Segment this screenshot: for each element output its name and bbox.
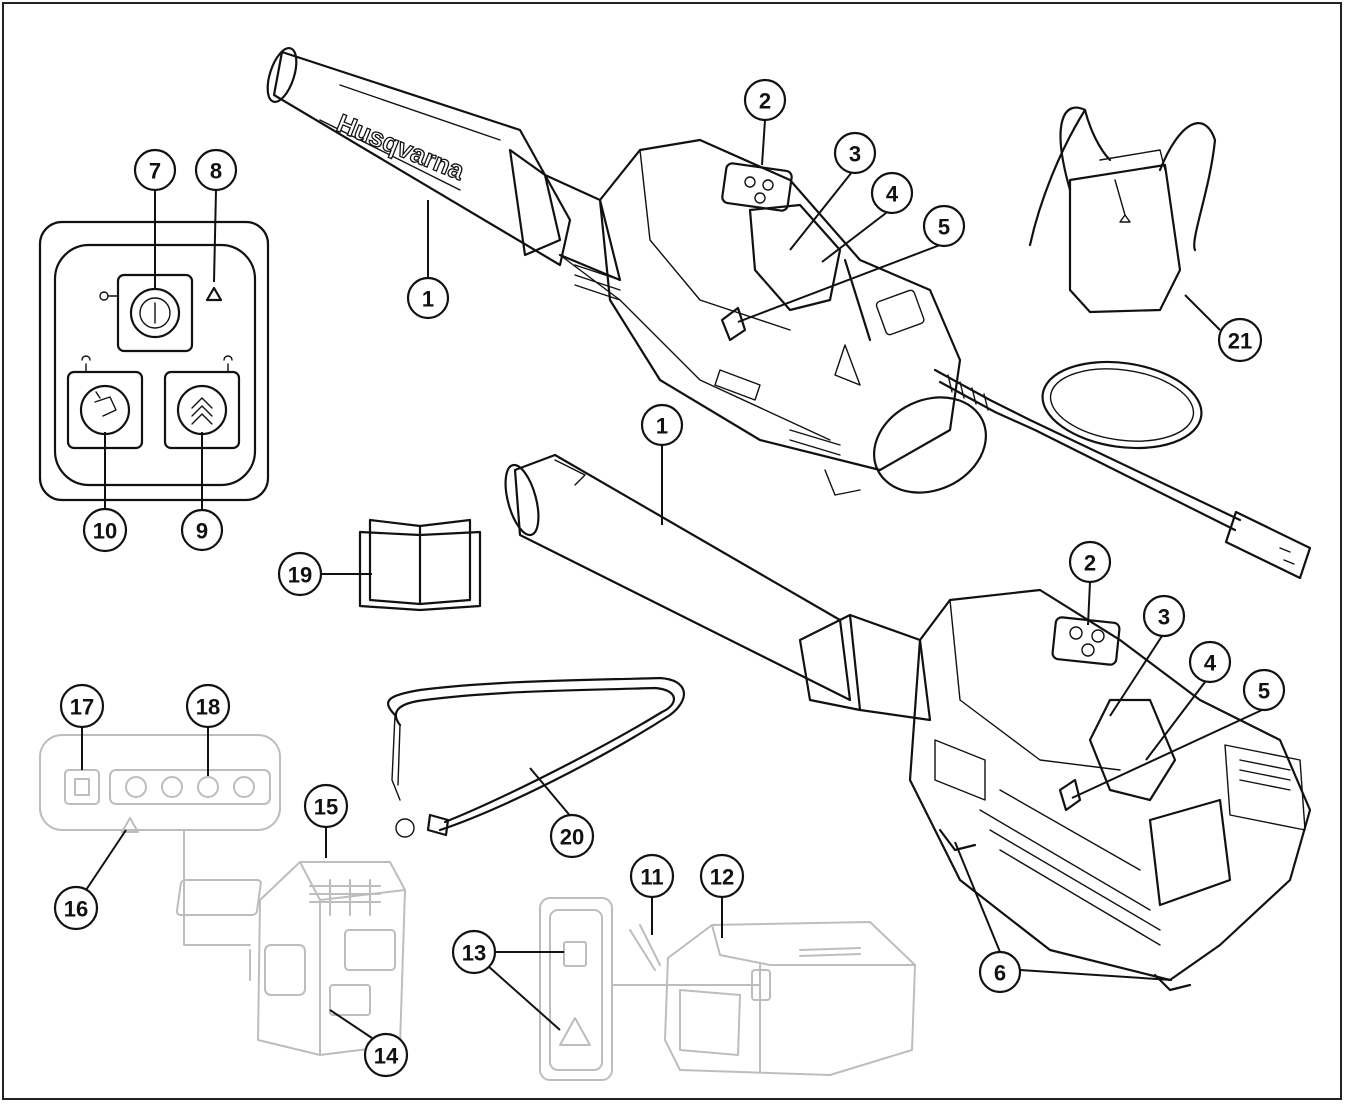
svg-text:3: 3 — [1158, 605, 1170, 630]
callout-20: 20 — [549, 813, 595, 859]
callout-4-top: 4 — [870, 171, 914, 215]
svg-text:1: 1 — [422, 287, 434, 312]
svg-text:12: 12 — [710, 865, 734, 890]
manual-book-icon — [358, 518, 482, 612]
svg-text:6: 6 — [994, 961, 1006, 986]
callout-1-top: 1 — [406, 276, 450, 320]
callout-17: 17 — [59, 683, 105, 729]
callout-21: 21 — [1217, 317, 1263, 363]
brand-logo: Husqvarna — [333, 108, 469, 186]
svg-text:2: 2 — [759, 89, 771, 114]
callout-5-bottom: 5 — [1242, 668, 1286, 712]
battery-pack-illustration — [175, 861, 406, 1056]
callout-9: 9 — [180, 508, 224, 552]
svg-text:14: 14 — [374, 1044, 399, 1069]
svg-text:4: 4 — [886, 182, 899, 207]
svg-text:10: 10 — [93, 519, 117, 544]
svg-text:2: 2 — [1084, 551, 1096, 576]
battery-charger-illustration — [629, 921, 916, 1076]
callout-2-bottom: 2 — [1068, 540, 1112, 584]
svg-text:20: 20 — [560, 825, 584, 850]
callout-15: 15 — [303, 783, 349, 829]
callout-6: 6 — [978, 950, 1022, 994]
callout-16: 16 — [53, 885, 99, 931]
callout-19: 19 — [277, 551, 323, 597]
svg-text:17: 17 — [70, 695, 94, 720]
boost-icon — [94, 391, 117, 417]
svg-text:11: 11 — [640, 865, 663, 890]
callout-1-bottom: 1 — [640, 403, 684, 447]
harness-strap-illustration — [387, 676, 686, 838]
svg-text:18: 18 — [196, 695, 220, 720]
svg-text:13: 13 — [462, 941, 486, 966]
svg-text:4: 4 — [1204, 651, 1217, 676]
charger-indicator-panel — [539, 897, 761, 1081]
callout-11: 11 — [629, 853, 675, 899]
svg-text:21: 21 — [1228, 329, 1252, 354]
battery-blower-illustration — [504, 453, 1312, 992]
svg-text:5: 5 — [938, 215, 950, 240]
svg-text:3: 3 — [849, 142, 861, 167]
storage-bag-illustration — [1028, 106, 1217, 314]
callout-7: 7 — [133, 148, 177, 192]
callout-4-bottom: 4 — [1188, 640, 1232, 684]
callout-2-top: 2 — [743, 78, 787, 122]
speed-icon — [191, 397, 213, 425]
leader-lines — [81, 119, 1263, 1039]
svg-text:8: 8 — [210, 159, 222, 184]
callout-3-top: 3 — [833, 131, 877, 175]
battery-indicator-panel — [39, 734, 281, 946]
svg-text:9: 9 — [196, 519, 208, 544]
svg-text:1: 1 — [656, 414, 668, 439]
callout-18: 18 — [185, 683, 231, 729]
svg-text:5: 5 — [1258, 679, 1270, 704]
callout-5-top: 5 — [922, 204, 966, 248]
callout-14: 14 — [363, 1032, 409, 1078]
svg-text:15: 15 — [314, 795, 338, 820]
callout-13: 13 — [451, 929, 497, 975]
svg-text:16: 16 — [64, 897, 88, 922]
svg-text:7: 7 — [149, 159, 161, 184]
warning-icon — [205, 286, 223, 302]
callout-3-bottom: 3 — [1142, 594, 1186, 638]
callout-10: 10 — [82, 507, 128, 553]
svg-text:19: 19 — [288, 563, 312, 588]
callout-8: 8 — [194, 148, 238, 192]
callout-12: 12 — [699, 853, 745, 899]
